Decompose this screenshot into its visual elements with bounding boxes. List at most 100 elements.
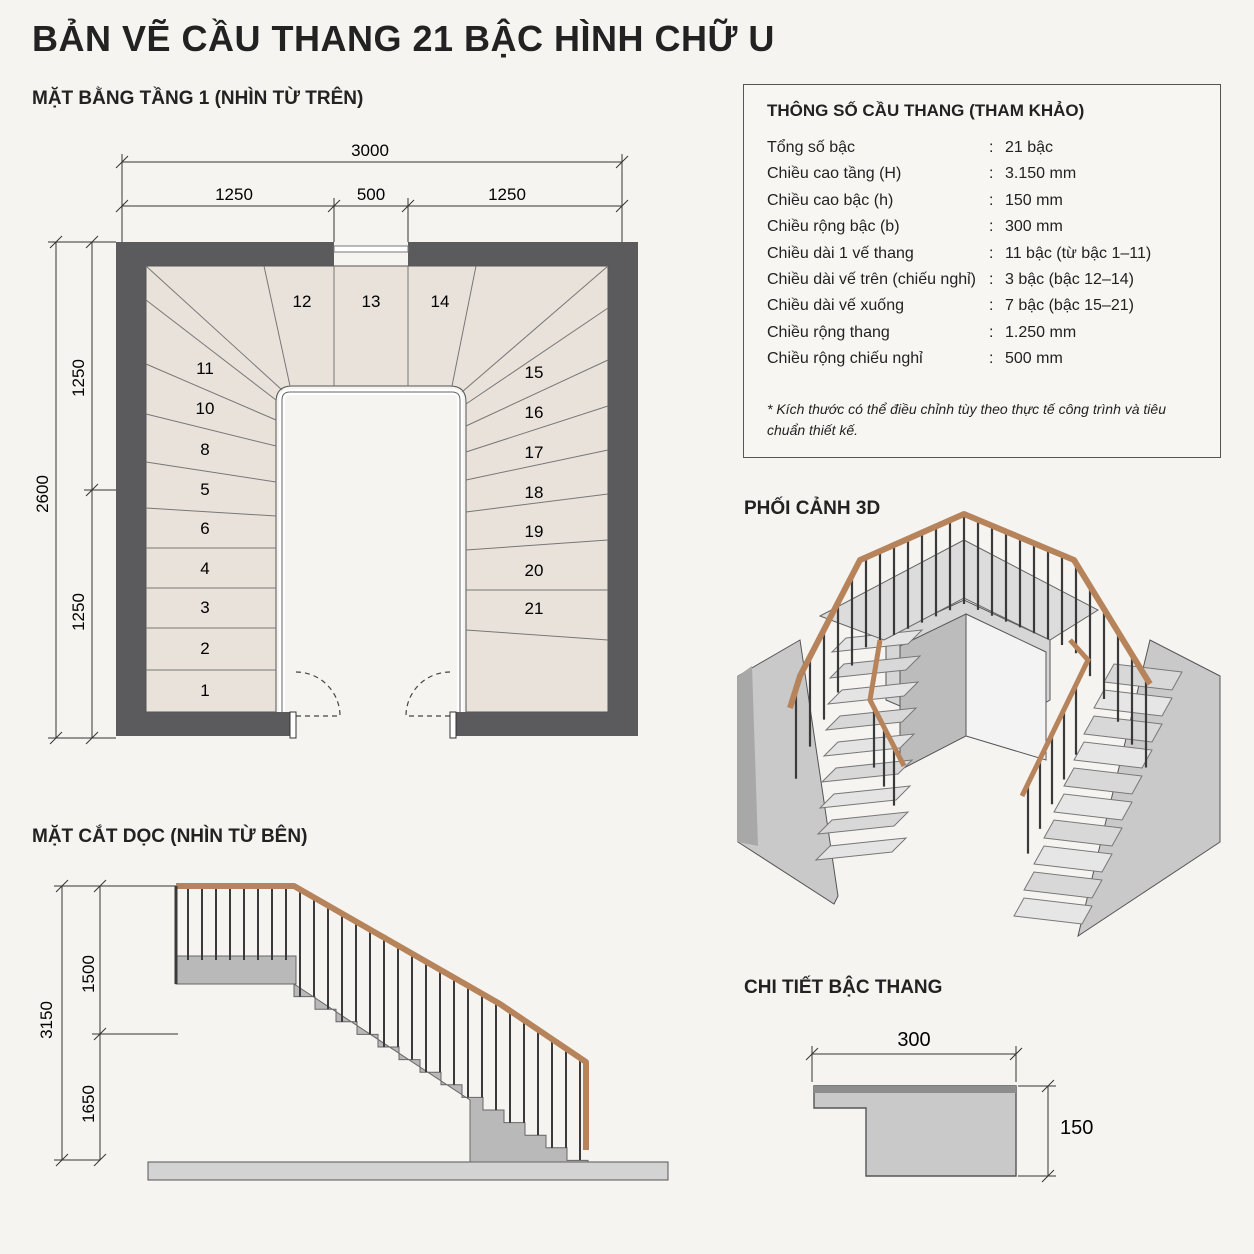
view3d-handrail-outer xyxy=(787,511,1153,709)
view3d-step xyxy=(824,707,918,731)
section-ground xyxy=(147,1161,669,1181)
plan-dim-upper: 1250 xyxy=(69,359,88,397)
plan-dim-middle: 500 xyxy=(357,185,385,204)
plan-step-label: 4 xyxy=(200,559,209,578)
spec-separator: : xyxy=(989,244,994,262)
view3d-step xyxy=(1033,845,1113,873)
view3d-step xyxy=(1023,871,1103,899)
view3d-step xyxy=(814,837,908,861)
plan-wall-left xyxy=(116,242,334,736)
view3d-step xyxy=(1063,767,1143,795)
spec-value: 11 bậc (từ bậc 1–11) xyxy=(1005,244,1152,262)
spec-label: Tổng số bậc xyxy=(767,139,856,156)
view3d-wall-left-edge xyxy=(738,666,758,846)
plan-step-label: 15 xyxy=(525,363,544,382)
spec-label: Chiều rộng chiếu nghỉ xyxy=(767,350,923,368)
section-balusters xyxy=(187,886,581,1160)
spec-label: Chiều rộng thang xyxy=(767,323,890,341)
spec-value: 3.150 mm xyxy=(1005,165,1077,183)
view3d-balusters xyxy=(794,514,1148,854)
spec-value: 7 bậc (bậc 15–21) xyxy=(1005,297,1134,315)
plan-step-label: 11 xyxy=(196,359,214,378)
section-dim-lower: 1650 xyxy=(79,1085,98,1123)
plan-handrail xyxy=(279,389,463,712)
plan-treads xyxy=(145,265,609,713)
spec-separator: : xyxy=(989,139,994,156)
spec-value: 150 mm xyxy=(1005,191,1063,209)
view3d-step xyxy=(1083,715,1163,743)
spec-note: * Kích thước có thể điều chỉnh tùy theo … xyxy=(767,401,1166,438)
view3d-wall-right xyxy=(1077,639,1221,938)
spec-separator: : xyxy=(989,350,994,368)
plan-tread-lines xyxy=(145,265,609,671)
spec-separator: : xyxy=(989,297,994,315)
plan-window xyxy=(333,245,409,253)
spec-value: 21 bậc xyxy=(1005,139,1054,156)
page-title: BẢN VẼ CẦU THANG 21 BẬC HÌNH CHỮ U xyxy=(32,18,775,59)
plan-dim-total-height: 2600 xyxy=(33,475,52,513)
spec-title: THÔNG SỐ CẦU THANG (THAM KHẢO) xyxy=(767,101,1085,120)
section-dim-upper: 1500 xyxy=(79,955,98,993)
spec-label: Chiều cao tầng (H) xyxy=(767,165,902,183)
section-landing xyxy=(175,955,297,985)
detail-dim-lines xyxy=(805,1046,1056,1183)
view3d-drawing xyxy=(737,511,1221,938)
plan-handrail-outline xyxy=(281,391,461,712)
view3d-inner-light xyxy=(965,613,1047,761)
detail-drawing: 300 150 xyxy=(805,1029,1093,1183)
plan-door-left xyxy=(295,671,341,717)
detail-dim-height: 150 xyxy=(1060,1117,1093,1139)
plan-drawing: 3000 1250 500 1250 2600 1250 1250 xyxy=(33,141,638,745)
plan-step-label: 19 xyxy=(525,522,544,541)
plan-door-jamb-right xyxy=(449,711,457,739)
spec-label: Chiều dài vế xuống xyxy=(767,297,904,315)
plan-step-label: 6 xyxy=(200,519,209,538)
section-dim-total: 3150 xyxy=(37,1001,56,1039)
plan-step-label: 18 xyxy=(525,483,544,502)
spec-label: Chiều dài 1 vế thang xyxy=(767,244,914,262)
section-title: MẶT CẮT DỌC (NHÌN TỪ BÊN) xyxy=(32,826,308,847)
plan-dim-right: 1250 xyxy=(488,185,526,204)
plan-step-label: 10 xyxy=(196,399,215,418)
spec-value: 3 bậc (bậc 12–14) xyxy=(1005,271,1134,288)
section-handrail xyxy=(176,883,589,1150)
plan-step-label: 17 xyxy=(525,443,544,462)
spec-separator: : xyxy=(989,271,994,288)
detail-tread-top xyxy=(814,1086,1016,1093)
view3d-step xyxy=(1053,793,1133,821)
spec-separator: : xyxy=(989,218,994,236)
view3d-title: PHỐI CẢNH 3D xyxy=(744,498,881,519)
spec-separator: : xyxy=(989,191,994,209)
view3d-handrail-inner-right xyxy=(1019,638,1091,798)
view3d-step xyxy=(818,785,912,809)
spec-separator: : xyxy=(989,165,994,183)
view3d-step xyxy=(1013,897,1093,925)
plan-step-label: 3 xyxy=(200,598,209,617)
section-drawing: 3150 1500 1650 xyxy=(37,879,669,1181)
detail-title: CHI TIẾT BẬC THANG xyxy=(744,977,943,998)
plan-step-label: 16 xyxy=(525,403,544,422)
plan-step-label: 14 xyxy=(431,292,450,311)
plan-wall-right xyxy=(408,242,638,736)
plan-dim-total-width: 3000 xyxy=(351,141,389,160)
view3d-step xyxy=(820,759,914,783)
detail-dim-width: 300 xyxy=(897,1029,930,1051)
plan-step-label: 20 xyxy=(525,561,544,580)
plan-dim-lines xyxy=(48,154,629,745)
spec-value: 300 mm xyxy=(1005,218,1063,236)
view3d-step xyxy=(1043,819,1123,847)
plan-title: MẶT BẰNG TẦNG 1 (NHÌN TỪ TRÊN) xyxy=(32,88,364,109)
view3d-step xyxy=(816,811,910,835)
plan-step-label: 8 xyxy=(200,440,209,459)
view3d-step xyxy=(830,629,924,653)
plan-dim-lower: 1250 xyxy=(69,593,88,631)
plan-step-label: 13 xyxy=(362,292,381,311)
spec-box: THÔNG SỐ CẦU THANG (THAM KHẢO) Tổng số b… xyxy=(743,84,1221,458)
detail-step xyxy=(813,1085,1017,1177)
view3d-handrail-inner-left xyxy=(867,639,907,768)
plan-step-label: 1 xyxy=(200,681,209,700)
spec-value: 1.250 mm xyxy=(1005,323,1077,341)
spec-value: 500 mm xyxy=(1005,350,1063,368)
spec-label: Chiều cao bậc (h) xyxy=(767,191,894,209)
